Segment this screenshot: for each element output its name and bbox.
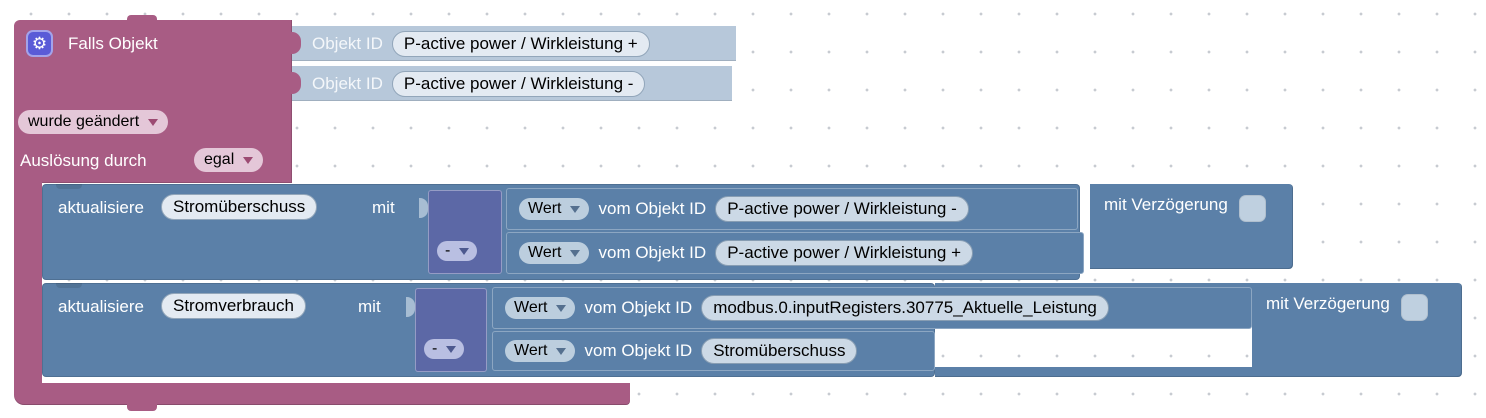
trigger-mode-dropdown-label: egal	[204, 151, 235, 168]
update-block-2-topstrip	[935, 283, 1252, 290]
from-object-label: vom Objekt ID	[584, 341, 693, 360]
object-id-field-2[interactable]: P-active power / Wirkleistung -	[391, 70, 646, 97]
object-id-label: Objekt ID	[312, 33, 383, 53]
chevron-down-icon	[446, 345, 457, 353]
trigger-mode-dropdown[interactable]: egal	[194, 148, 264, 172]
delay-label: mit Verzögerung	[1266, 294, 1390, 313]
object-id-block-2[interactable]: Objekt ID P-active power / Wirkleistung …	[292, 66, 732, 101]
value-block-2b[interactable]: Wert vom Objekt ID Stromüberschuss	[492, 331, 935, 371]
trigger-block-left-spine[interactable]	[14, 182, 42, 384]
delay-section-2: mit Verzögerung	[1252, 283, 1428, 321]
value-type-label: Wert	[528, 244, 562, 261]
value-type-label: Wert	[528, 200, 562, 217]
delay-label: mit Verzögerung	[1104, 195, 1228, 214]
math-operator-label: -	[432, 340, 438, 357]
with-label: mit	[372, 198, 395, 217]
from-object-label: vom Objekt ID	[598, 199, 707, 218]
value-type-dropdown[interactable]: Wert	[505, 297, 576, 319]
target-state-field-1[interactable]: Stromüberschuss	[161, 194, 318, 220]
value-type-dropdown[interactable]: Wert	[519, 198, 590, 220]
from-object-label: vom Objekt ID	[584, 298, 693, 317]
from-object-label: vom Objekt ID	[598, 243, 707, 262]
chevron-down-icon	[148, 118, 159, 126]
chevron-down-icon	[556, 304, 567, 312]
value-block-2a[interactable]: Wert vom Objekt ID modbus.0.inputRegiste…	[492, 287, 1252, 329]
gear-icon[interactable]	[26, 30, 53, 57]
delay-checkbox-1[interactable]	[1238, 195, 1266, 222]
math-operator-dropdown-1[interactable]: -	[437, 241, 478, 261]
value-object-id-field[interactable]: P-active power / Wirkleistung -	[715, 196, 969, 222]
math-operator-label: -	[445, 242, 451, 259]
target-state-field-2[interactable]: Stromverbrauch	[161, 293, 306, 319]
math-subtract-block-2[interactable]: -	[415, 288, 487, 372]
chevron-down-icon	[570, 205, 581, 213]
object-id-field-1[interactable]: P-active power / Wirkleistung +	[391, 30, 650, 57]
value-object-id-field[interactable]: modbus.0.inputRegisters.30775_Aktuelle_L…	[701, 295, 1109, 321]
statement-notch	[56, 283, 82, 288]
change-type-dropdown[interactable]: wurde geändert	[18, 110, 169, 134]
statement-notch	[56, 184, 82, 189]
object-id-block-1[interactable]: Objekt ID P-active power / Wirkleistung …	[292, 26, 736, 61]
chevron-down-icon	[570, 249, 581, 257]
delay-checkbox-2[interactable]	[1400, 294, 1428, 321]
value-type-dropdown[interactable]: Wert	[505, 340, 576, 362]
chevron-down-icon	[459, 247, 470, 255]
puzzle-tab-icon	[288, 32, 301, 54]
chevron-down-icon	[243, 156, 254, 164]
value-block-1b[interactable]: Wert vom Objekt ID P-active power / Wirk…	[506, 232, 1084, 274]
value-type-dropdown[interactable]: Wert	[519, 242, 590, 264]
object-id-label: Objekt ID	[312, 73, 383, 93]
value-type-label: Wert	[514, 299, 548, 316]
puzzle-tab-icon	[288, 72, 301, 94]
value-object-id-field[interactable]: P-active power / Wirkleistung +	[715, 240, 974, 266]
trigger-block-footer[interactable]	[14, 383, 630, 405]
input-socket-icon	[406, 297, 415, 317]
change-type-dropdown-label: wurde geändert	[28, 113, 140, 130]
trigger-block-title: Falls Objekt	[68, 34, 158, 53]
trigger-mode-label: Auslösung durch	[20, 151, 147, 170]
value-block-1a[interactable]: Wert vom Objekt ID P-active power / Wirk…	[506, 188, 1078, 230]
input-socket-icon	[419, 198, 428, 218]
trigger-block-bottom-notch	[127, 404, 157, 411]
math-subtract-block-1[interactable]: -	[428, 190, 502, 274]
update-block-2-bottomstrip	[935, 367, 1252, 377]
value-type-label: Wert	[514, 342, 548, 359]
with-label: mit	[358, 297, 381, 316]
delay-section-1: mit Verzögerung	[1090, 184, 1266, 222]
trigger-block-top-notch	[127, 15, 157, 21]
update-action-label: aktualisiere	[58, 297, 144, 316]
math-operator-dropdown-2[interactable]: -	[424, 339, 465, 359]
value-object-id-field[interactable]: Stromüberschuss	[701, 338, 858, 364]
chevron-down-icon	[556, 347, 567, 355]
update-action-label: aktualisiere	[58, 198, 144, 217]
